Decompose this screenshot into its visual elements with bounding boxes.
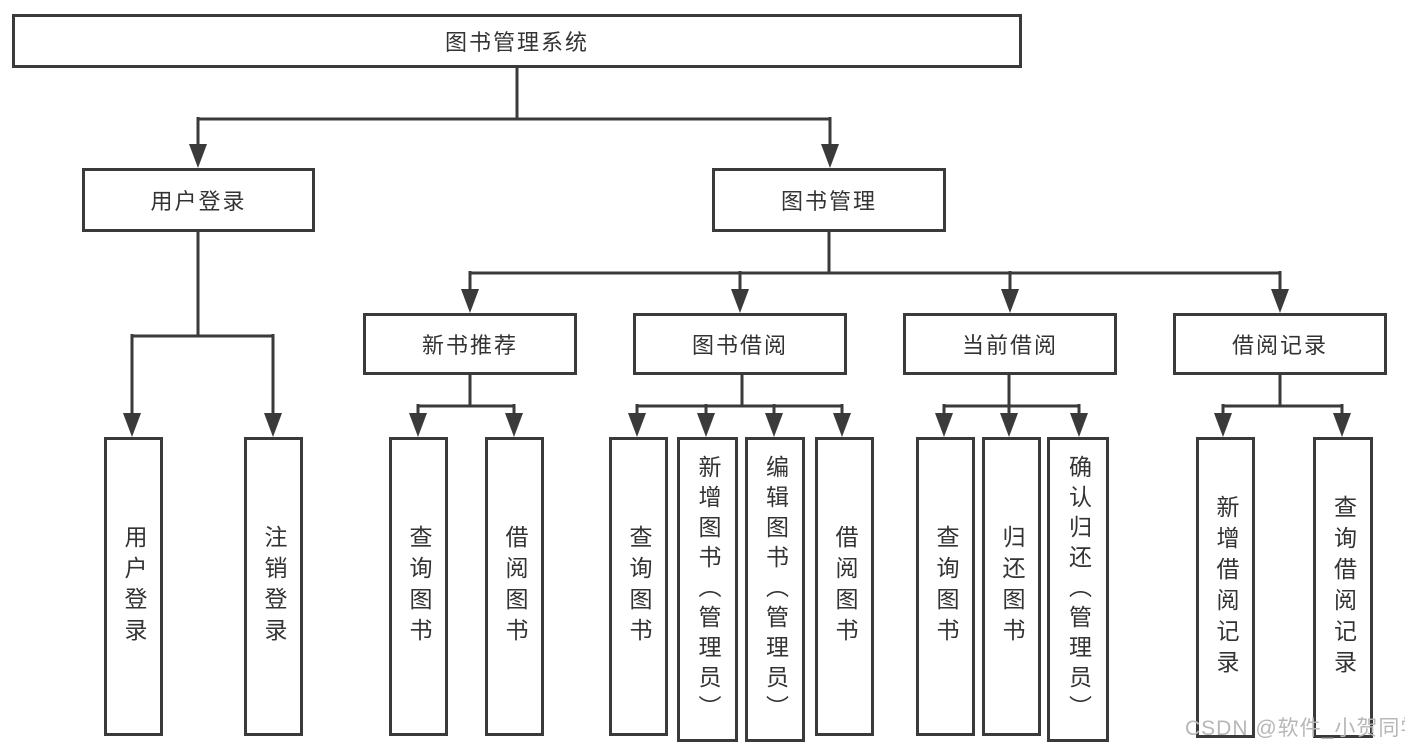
arrow-icon	[833, 413, 851, 437]
leaf-logout: 注销登录	[244, 437, 303, 736]
arrow-icon	[505, 413, 523, 437]
connector-book-mgmt-children	[468, 232, 1282, 290]
leaf-query-books-borrowing: 查询图书	[609, 437, 668, 736]
arrow-icon	[1070, 413, 1088, 437]
node-book-management: 图书管理	[712, 168, 946, 232]
leaf-borrow-books-borrowing: 借阅图书	[815, 437, 874, 736]
arrow-icon	[409, 413, 427, 437]
leaf-confirm-return-admin: 确认归还（管理员）	[1047, 437, 1109, 742]
node-user-login: 用户登录	[82, 168, 315, 232]
arrow-icon	[1333, 413, 1351, 437]
arrow-icon	[123, 413, 141, 437]
arrow-icon	[1000, 413, 1018, 437]
connector-current-borrow-children	[942, 374, 1081, 414]
connector-user-login-children	[130, 232, 275, 414]
arrow-icon	[935, 413, 953, 437]
leaf-user-login: 用户登录	[104, 437, 163, 736]
node-new-book-recommend: 新书推荐	[363, 313, 577, 375]
node-library-system: 图书管理系统	[12, 14, 1022, 68]
leaf-add-books-admin: 新增图书（管理员）	[677, 437, 738, 742]
csdn-watermark: CSDN @软件_小贺同学	[1185, 717, 1405, 740]
arrow-icon	[697, 413, 715, 437]
arrow-icon	[189, 144, 207, 168]
arrow-icon	[264, 413, 282, 437]
arrow-icon	[765, 413, 783, 437]
arrow-icon	[731, 289, 749, 313]
node-current-borrowing: 当前借阅	[903, 313, 1117, 375]
leaf-borrow-books-recommend: 借阅图书	[485, 437, 544, 736]
arrow-icon	[1271, 289, 1289, 313]
connector-new-book-children	[416, 374, 516, 414]
leaf-edit-books-admin: 编辑图书（管理员）	[745, 437, 805, 742]
leaf-query-books-current: 查询图书	[916, 437, 975, 736]
arrow-icon	[628, 413, 646, 437]
connector-borrow-record-children	[1221, 374, 1344, 414]
arrowheads	[123, 144, 1351, 437]
arrow-icon	[821, 144, 839, 168]
connector-book-borrow-children	[635, 374, 844, 414]
node-book-borrowing: 图书借阅	[633, 313, 847, 375]
leaf-query-books-recommend: 查询图书	[389, 437, 448, 736]
connector-root-to-level2	[196, 68, 832, 145]
leaf-add-borrow-record: 新增借阅记录	[1196, 437, 1255, 738]
node-borrowing-records: 借阅记录	[1173, 313, 1387, 375]
arrow-icon	[1001, 289, 1019, 313]
arrow-icon	[461, 289, 479, 313]
arrow-icon	[1214, 413, 1232, 437]
leaf-query-borrow-record: 查询借阅记录	[1313, 437, 1373, 738]
leaf-return-books: 归还图书	[982, 437, 1041, 736]
